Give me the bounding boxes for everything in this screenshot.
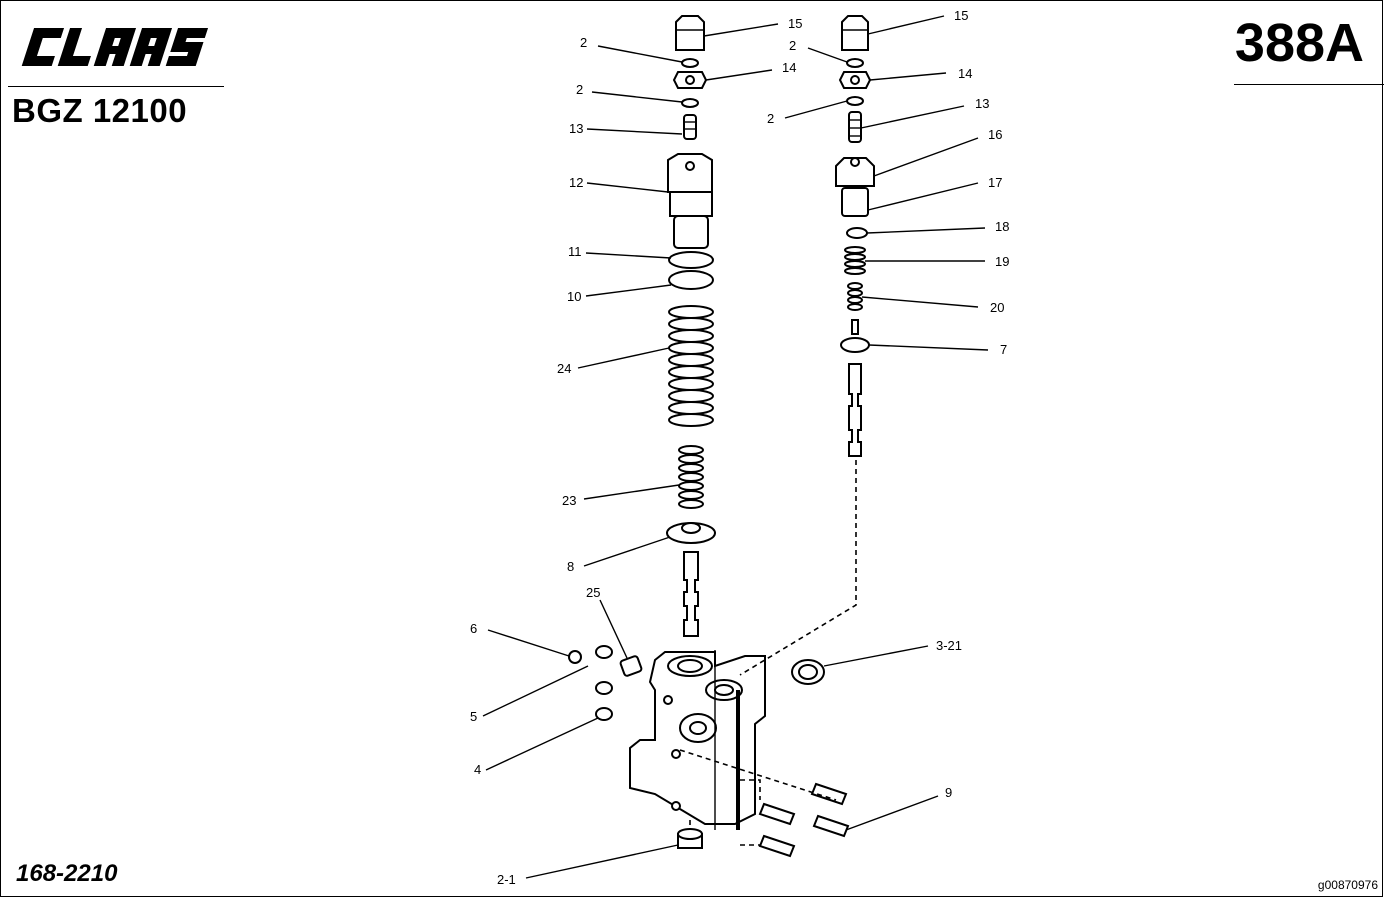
callout-14-left: 14 — [782, 60, 796, 75]
callout-12: 12 — [569, 175, 583, 190]
left-parts — [568, 15, 716, 849]
page-number-rule — [1234, 84, 1384, 85]
callout-2-left-top: 2 — [580, 35, 587, 50]
drawing-number: 168-2210 — [16, 860, 118, 887]
callout-11: 11 — [568, 244, 582, 259]
callout-13-left: 13 — [569, 121, 583, 136]
callout-2-1: 2-1 — [497, 872, 516, 887]
callout-13-right: 13 — [975, 96, 989, 111]
right-parts — [758, 15, 875, 858]
callout-9: 9 — [945, 785, 952, 800]
callout-19: 19 — [995, 254, 1009, 269]
callout-20: 20 — [990, 300, 1004, 315]
callout-16: 16 — [988, 127, 1002, 142]
callout-25: 25 — [586, 585, 600, 600]
callout-2-left-mid: 2 — [576, 82, 583, 97]
callout-18: 18 — [995, 219, 1009, 234]
callout-2-right-top: 2 — [789, 38, 796, 53]
page-number: 388A — [1234, 13, 1364, 73]
brand-logo — [21, 28, 209, 66]
model-title: BGZ 12100 — [12, 92, 188, 129]
brand-rule — [8, 86, 224, 87]
image-id: g00870976 — [1317, 878, 1378, 892]
callout-15-right: 15 — [954, 8, 968, 23]
leader-lines — [482, 15, 989, 879]
callout-10: 10 — [567, 289, 581, 304]
callout-6: 6 — [470, 621, 477, 636]
callout-5: 5 — [470, 709, 477, 724]
assembly-lines — [679, 460, 857, 846]
callout-4: 4 — [474, 762, 481, 777]
callout-17: 17 — [988, 175, 1002, 190]
callout-7: 7 — [1000, 342, 1007, 357]
callout-15-left: 15 — [788, 16, 802, 31]
callout-24: 24 — [557, 361, 571, 376]
callout-14-right: 14 — [958, 66, 972, 81]
valve-body — [629, 650, 766, 830]
callout-labels: 15 2 14 2 13 12 11 10 24 23 8 25 6 5 4 2… — [470, 8, 1009, 887]
callout-8: 8 — [567, 559, 574, 574]
callout-23: 23 — [562, 493, 576, 508]
callout-2-right-mid: 2 — [767, 111, 774, 126]
callout-3-21: 3-21 — [936, 638, 962, 653]
